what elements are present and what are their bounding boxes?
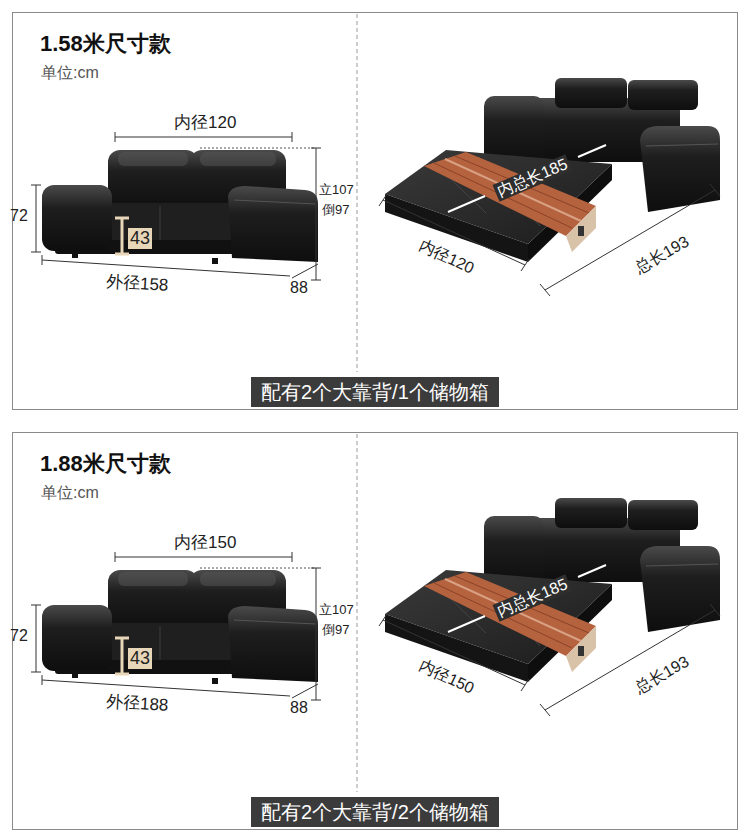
dimension-label: 72: [8, 627, 30, 645]
dimension-label: 88: [288, 279, 310, 297]
dimension-label: 43: [128, 228, 152, 249]
size-panel: 1.88米尺寸款单位:cm 配有2个大靠背/2个储物箱: [12, 432, 738, 830]
dimension-label: 总长193: [631, 652, 694, 699]
dimension-label: 内径150: [172, 533, 238, 553]
dimension-label: 立107: [317, 183, 356, 198]
unit-note: 单位:cm: [41, 483, 99, 504]
dimension-label: 内径120: [172, 113, 238, 133]
unit-note: 单位:cm: [41, 63, 99, 84]
dimension-label: 总长193: [631, 232, 694, 279]
caption-band: 配有2个大靠背/1个储物箱: [251, 377, 499, 407]
dimension-label: 43: [128, 648, 152, 669]
dimension-label: 立107: [317, 603, 356, 618]
dimension-label: 倒97: [320, 623, 351, 638]
caption-band: 配有2个大靠背/2个储物箱: [251, 797, 499, 827]
size-panel: 1.58米尺寸款单位:cm 配有2个大靠背/1个储物箱: [12, 12, 738, 410]
panel-title: 1.58米尺寸款: [40, 29, 171, 59]
dimension-label: 外径158: [104, 272, 171, 295]
panel-title: 1.88米尺寸款: [40, 449, 171, 479]
caption-text: 配有2个大靠背/1个储物箱: [261, 381, 489, 403]
caption-text: 配有2个大靠背/2个储物箱: [261, 801, 489, 823]
dimension-label: 内径120: [414, 236, 479, 279]
dimension-label: 88: [288, 699, 310, 717]
dimension-label: 倒97: [320, 203, 351, 218]
dimension-label: 外径188: [104, 692, 171, 715]
dimension-label: 内径150: [414, 656, 479, 699]
dimension-label: 72: [8, 207, 30, 225]
